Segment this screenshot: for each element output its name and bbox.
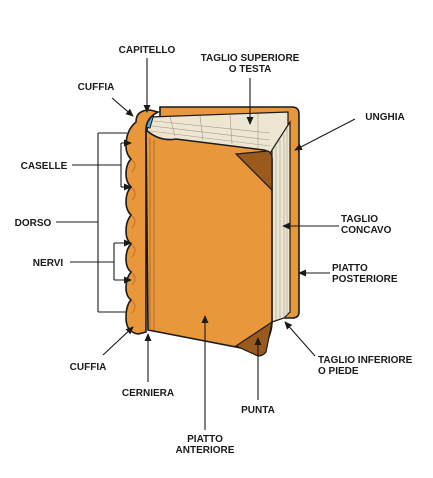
label-unghia: UNGHIA	[365, 112, 404, 123]
label-capitello: CAPITELLO	[119, 45, 176, 56]
label-taglio-superiore-line2: O TESTA	[229, 64, 272, 75]
label-piatto-posteriore-line2: POSTERIORE	[332, 274, 398, 285]
label-piatto-anteriore-line1: PIATTO	[187, 434, 223, 445]
label-cuffia-bottom: CUFFIA	[70, 362, 107, 373]
label-caselle: CASELLE	[21, 161, 68, 172]
label-punta: PUNTA	[241, 405, 275, 416]
label-piatto-anteriore-line2: ANTERIORE	[176, 445, 235, 456]
book-illustration	[125, 106, 300, 357]
top-corner-shape	[234, 150, 273, 192]
label-cuffia-top: CUFFIA	[78, 82, 115, 93]
label-taglio-inferiore-line2: O PIEDE	[318, 366, 359, 377]
labels: CAPITELLO TAGLIO SUPERIORE O TESTA CUFFI…	[15, 45, 413, 456]
label-taglio-concavo-line2: CONCAVO	[341, 225, 392, 236]
label-dorso: DORSO	[15, 218, 52, 229]
leader-lines	[56, 58, 356, 430]
label-cerniera: CERNIERA	[122, 388, 174, 399]
label-piatto-posteriore-line1: PIATTO	[332, 263, 368, 274]
label-taglio-concavo-line1: TAGLIO	[341, 214, 378, 225]
label-nervi: NERVI	[33, 258, 64, 269]
label-taglio-superiore-line1: TAGLIO SUPERIORE	[201, 53, 300, 64]
label-taglio-inferiore-line1: TAGLIO INFERIORE	[318, 355, 413, 366]
